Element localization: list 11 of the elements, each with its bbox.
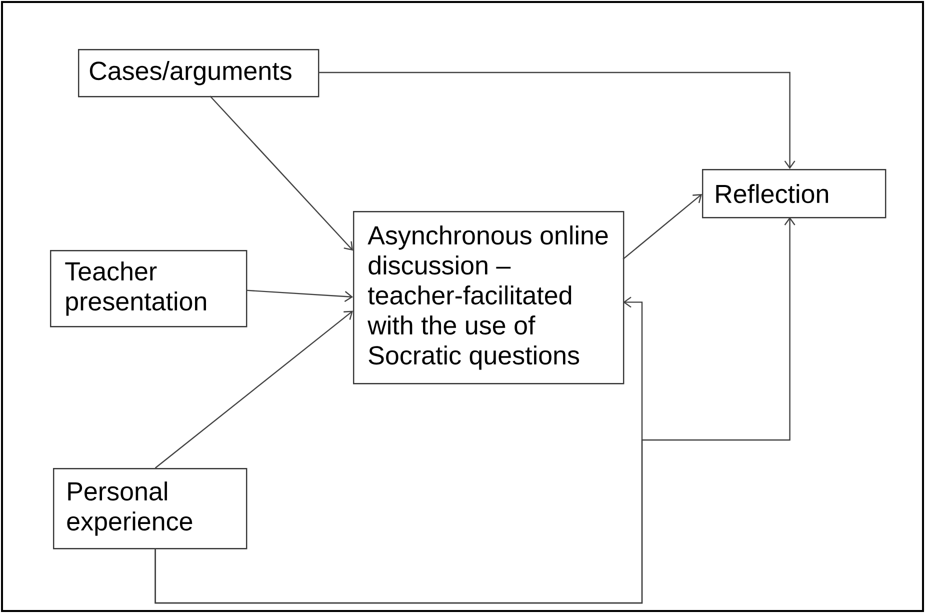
text-box: Reflection bbox=[702, 169, 886, 218]
text-box: Teacher presentation bbox=[50, 250, 248, 328]
arrow bbox=[210, 96, 353, 251]
text-box: Personal experience bbox=[53, 468, 248, 550]
arrow bbox=[318, 72, 796, 169]
arrow bbox=[622, 194, 702, 260]
arrow bbox=[154, 296, 643, 604]
arrow bbox=[154, 310, 353, 468]
text-box: Asynchronous online discussion – teacher-facilitated with the use of Socratic questions bbox=[353, 211, 624, 384]
text-box: Cases/arguments bbox=[78, 49, 320, 98]
arrow bbox=[246, 290, 353, 302]
